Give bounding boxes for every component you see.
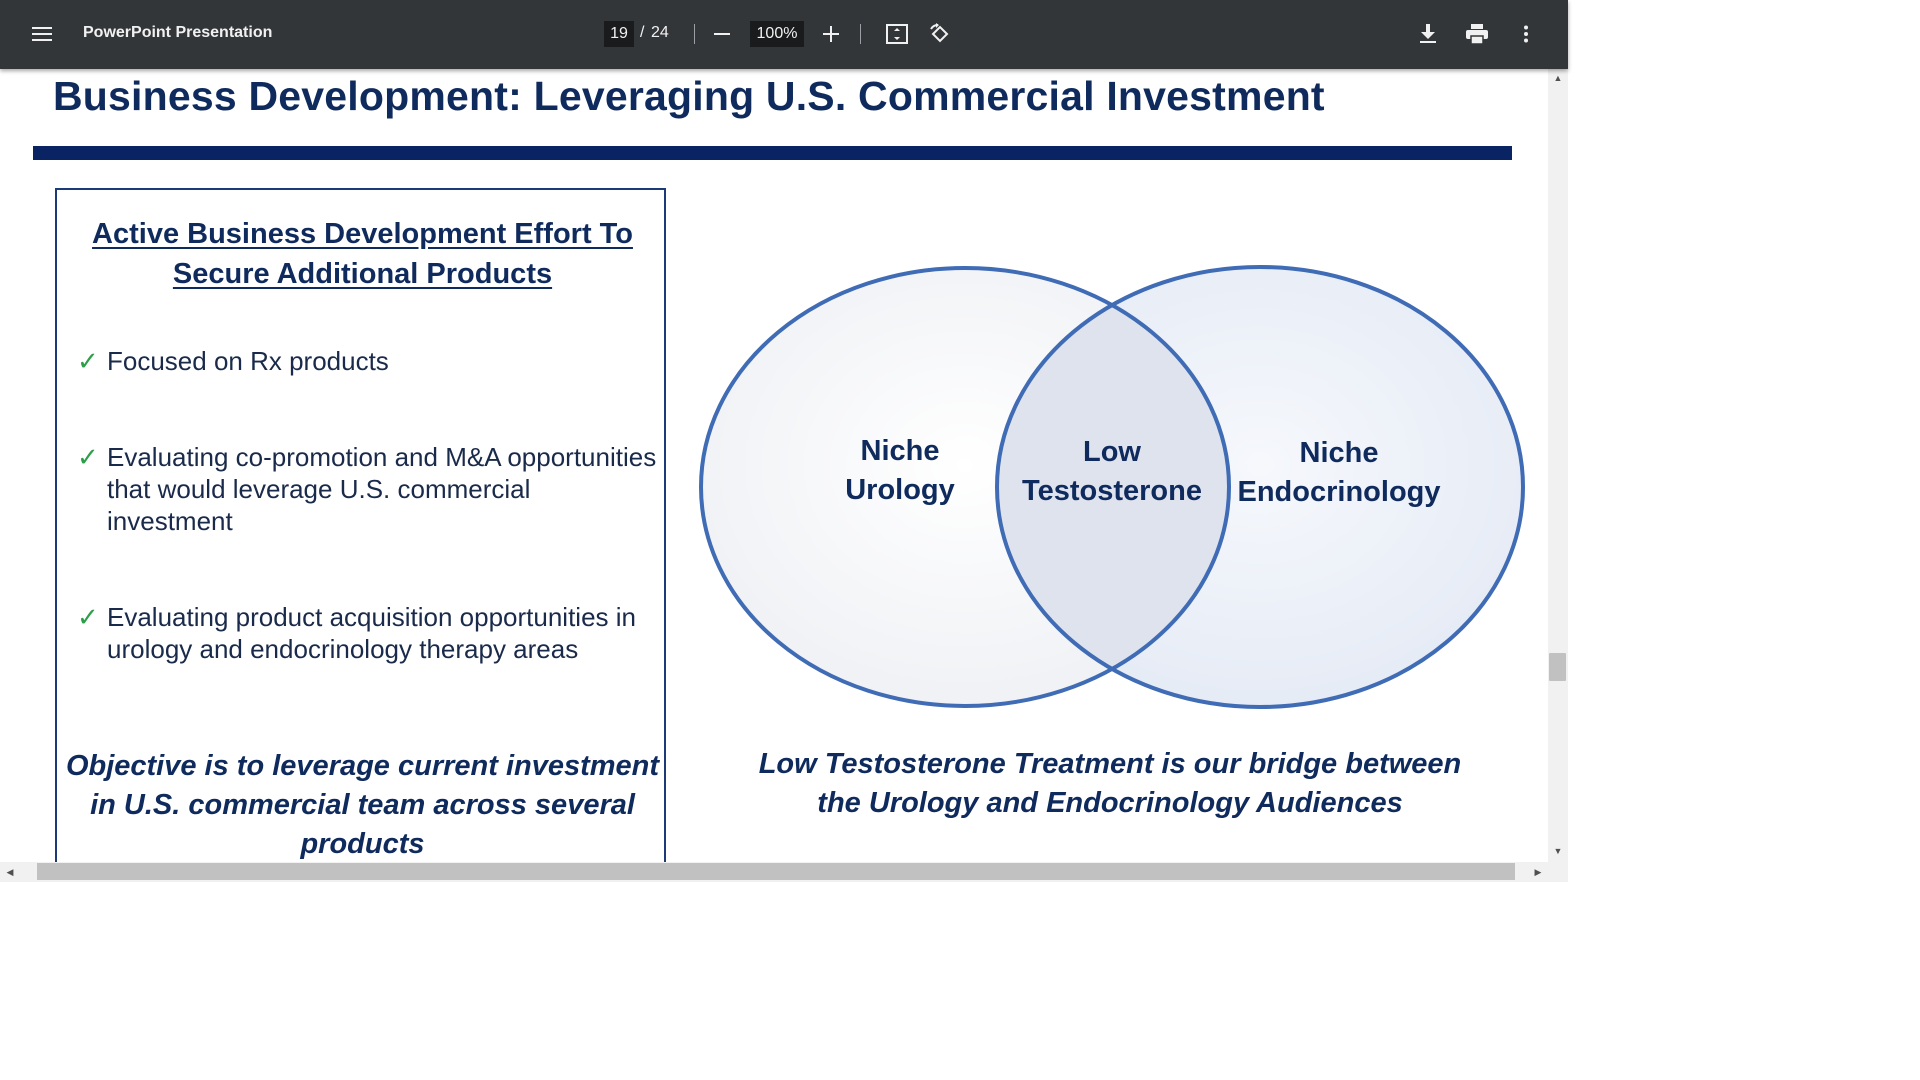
download-button[interactable]	[1414, 20, 1442, 48]
zoom-level-input[interactable]: 100%	[750, 21, 804, 47]
bridge-statement-line2: the Urology and Endocrinology Audiences	[817, 787, 1403, 819]
fit-to-page-button[interactable]	[883, 20, 911, 48]
title-divider-rule	[33, 146, 1512, 160]
objective-statement: Objective is to leverage current investm…	[65, 750, 660, 860]
document-viewer[interactable]: Business Development: Leveraging U.S. Co…	[0, 69, 1548, 862]
bridge-statement: Low Testosterone Treatment is our bridge…	[700, 745, 1520, 823]
vertical-scrollbar[interactable]: ▲ ▼	[1548, 69, 1568, 862]
more-options-icon	[1524, 25, 1528, 43]
venn-label-endocrinology: Niche Endocrinology	[1234, 434, 1444, 512]
zoom-out-icon	[714, 33, 730, 35]
venn-label-low-testosterone: Low Testosterone	[1012, 433, 1212, 511]
panel-heading: Active Business Development Effort To Se…	[57, 214, 668, 294]
total-pages: 24	[651, 24, 669, 41]
print-icon	[1466, 24, 1488, 44]
bridge-statement-line1: Low Testosterone Treatment is our bridge…	[758, 748, 1462, 780]
venn-label-endocrinology-line1: Niche	[1299, 437, 1379, 469]
zoom-in-icon	[823, 26, 839, 42]
page-number-input[interactable]: 19	[604, 21, 634, 47]
pdf-toolbar: PowerPoint Presentation 19 / 24 100%	[0, 0, 1568, 69]
checkmark-icon: ✓	[77, 346, 99, 376]
print-button[interactable]	[1463, 20, 1491, 48]
business-development-panel: Active Business Development Effort To Se…	[55, 188, 666, 862]
venn-label-urology-line2: Urology	[845, 474, 955, 506]
rotate-button[interactable]	[926, 20, 954, 48]
venn-diagram	[699, 265, 1525, 709]
bullet-text: Evaluating product acquisition opportuni…	[107, 602, 637, 664]
venn-label-center-line1: Low	[1083, 436, 1141, 468]
download-icon	[1420, 24, 1436, 43]
toolbar-divider	[694, 24, 695, 44]
scroll-right-arrow-icon[interactable]: ▶	[1534, 867, 1542, 877]
toolbar-divider	[860, 24, 861, 44]
page-separator: /	[640, 24, 645, 41]
menu-icon	[32, 27, 52, 41]
vertical-scroll-thumb[interactable]	[1549, 653, 1566, 681]
bullet-text: Focused on Rx products	[107, 346, 389, 376]
horizontal-scroll-thumb[interactable]	[37, 863, 1515, 880]
venn-label-center-line2: Testosterone	[1022, 475, 1202, 507]
scroll-left-arrow-icon[interactable]: ◀	[6, 867, 14, 877]
checkmark-icon: ✓	[77, 602, 99, 632]
bullet-text: Evaluating co-promotion and M&A opportun…	[107, 442, 657, 536]
rotate-icon	[930, 23, 949, 43]
zoom-in-button[interactable]	[817, 20, 845, 48]
menu-button[interactable]	[22, 18, 62, 50]
panel-heading-line2: Secure Additional Products	[172, 258, 553, 290]
venn-label-endocrinology-line2: Endocrinology	[1237, 476, 1441, 508]
overlap-region	[997, 268, 1229, 706]
checkmark-icon: ✓	[77, 442, 99, 472]
endocrinology-circle-outline	[995, 265, 1525, 709]
zoom-out-button[interactable]	[708, 20, 736, 48]
document-title: PowerPoint Presentation	[83, 24, 273, 41]
urology-circle-outline	[699, 266, 1231, 708]
venn-label-urology-line1: Niche	[860, 435, 940, 467]
scroll-down-arrow-icon[interactable]: ▼	[1553, 846, 1563, 856]
slide-title: Business Development: Leveraging U.S. Co…	[53, 73, 1325, 119]
venn-label-urology: Niche Urology	[830, 432, 970, 510]
fit-page-icon	[886, 24, 908, 44]
panel-heading-line1: Active Business Development Effort To	[92, 218, 633, 250]
more-options-button[interactable]	[1512, 20, 1540, 48]
scroll-up-arrow-icon[interactable]: ▲	[1553, 73, 1563, 83]
